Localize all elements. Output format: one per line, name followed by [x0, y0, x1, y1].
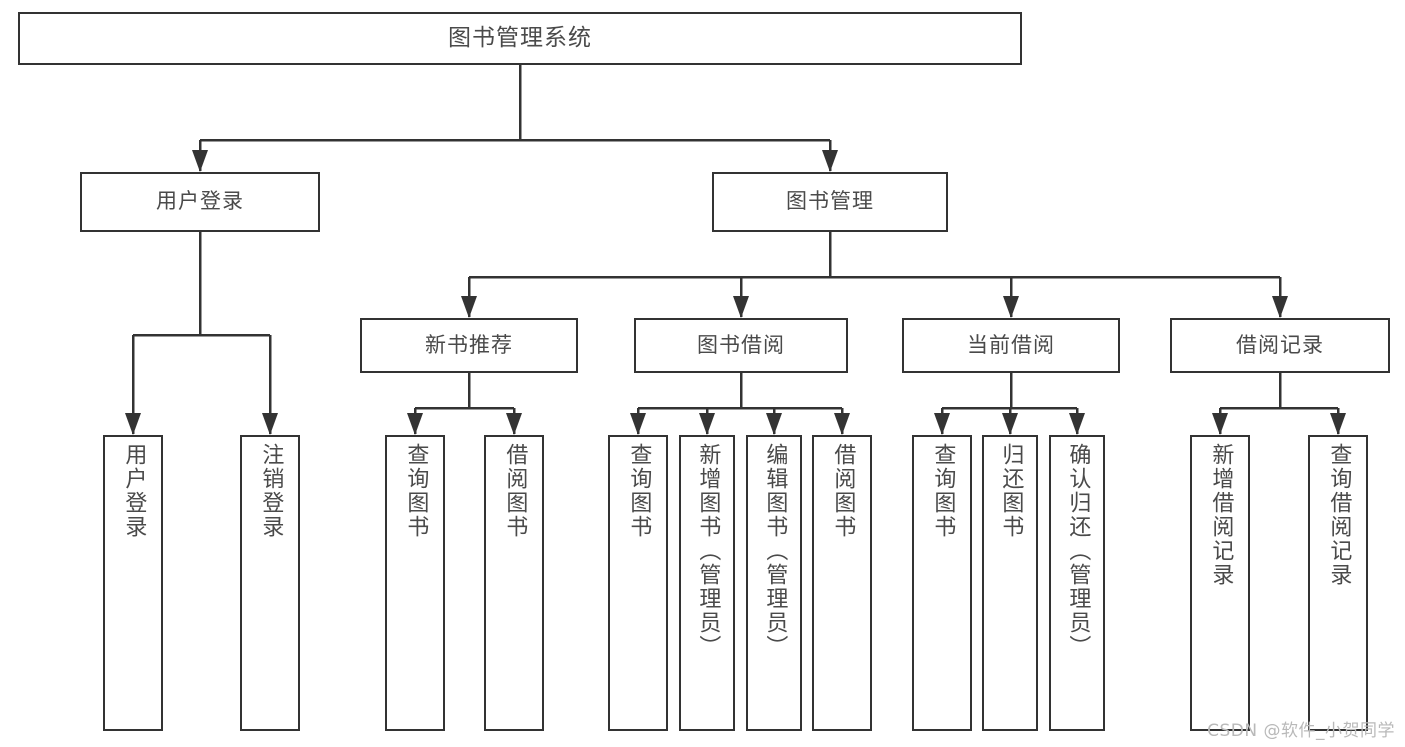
node-label: 新书推荐 [425, 332, 513, 357]
node-label: 图书借阅 [697, 332, 785, 357]
node-label: 归还图书 [998, 443, 1024, 539]
node-label: 新增图书（管理员） [695, 443, 721, 659]
node-label: 注销登录 [258, 443, 284, 539]
node-label: 查询图书 [403, 443, 429, 539]
node-label: 编辑图书（管理员） [762, 443, 788, 659]
node-label: 借阅图书 [830, 443, 856, 539]
node-leaf-8[interactable]: 借阅图书 [812, 435, 872, 731]
node-leaf-11[interactable]: 确认归还（管理员） [1049, 435, 1105, 731]
node-label: 图书管理系统 [448, 24, 592, 51]
node-label: 用户登录 [121, 443, 147, 539]
node-leaf-5[interactable]: 查询图书 [608, 435, 668, 731]
node-label: 借阅记录 [1236, 332, 1324, 357]
node-leaf-1[interactable]: 用户登录 [103, 435, 163, 731]
node-leaf-13[interactable]: 查询借阅记录 [1308, 435, 1368, 731]
node-leaf-6[interactable]: 新增图书（管理员） [679, 435, 735, 731]
node-user-login[interactable]: 用户登录 [80, 172, 320, 232]
node-label: 查询图书 [930, 443, 956, 539]
node-leaf-9[interactable]: 查询图书 [912, 435, 972, 731]
node-leaf-2[interactable]: 注销登录 [240, 435, 300, 731]
node-current[interactable]: 当前借阅 [902, 318, 1120, 373]
node-label: 确认归还（管理员） [1065, 443, 1091, 659]
node-new-rec[interactable]: 新书推荐 [360, 318, 578, 373]
node-leaf-10[interactable]: 归还图书 [982, 435, 1038, 731]
node-label: 新增借阅记录 [1208, 443, 1234, 587]
node-records[interactable]: 借阅记录 [1170, 318, 1390, 373]
node-label: 查询借阅记录 [1326, 443, 1352, 587]
node-label: 图书管理 [786, 189, 874, 214]
node-leaf-7[interactable]: 编辑图书（管理员） [746, 435, 802, 731]
node-borrow[interactable]: 图书借阅 [634, 318, 848, 373]
node-root[interactable]: 图书管理系统 [18, 12, 1022, 65]
node-label: 查询图书 [626, 443, 652, 539]
node-leaf-3[interactable]: 查询图书 [385, 435, 445, 731]
node-label: 借阅图书 [502, 443, 528, 539]
node-leaf-4[interactable]: 借阅图书 [484, 435, 544, 731]
node-label: 用户登录 [156, 189, 244, 214]
node-label: 当前借阅 [967, 332, 1055, 357]
node-book-mgmt[interactable]: 图书管理 [712, 172, 948, 232]
node-leaf-12[interactable]: 新增借阅记录 [1190, 435, 1250, 731]
